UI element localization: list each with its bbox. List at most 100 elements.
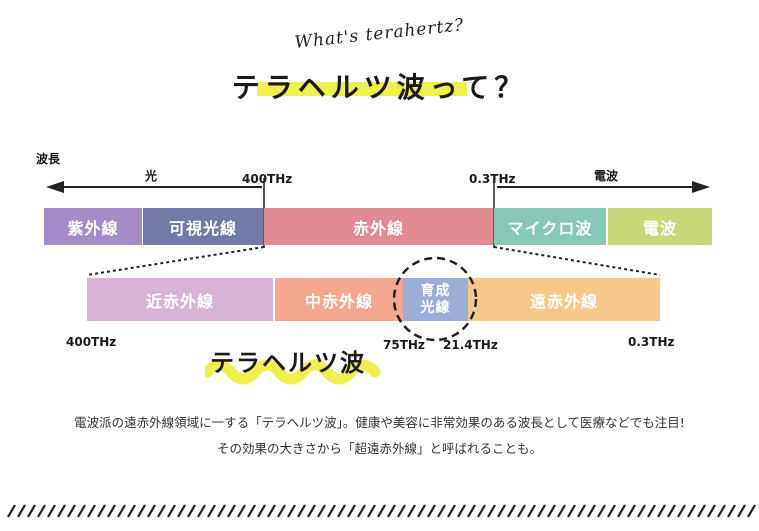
freq-400thz-top: 400THz [242,172,293,186]
left-arrow [46,181,262,193]
band-microwave: マイクロ波 [494,208,606,245]
band-label: マイクロ波 [507,218,593,238]
band-near-infrared: 近赤外線 [87,278,273,321]
band-far-infrared: 遠赤外線 [468,278,660,321]
bottom-hatch-border [7,504,756,518]
hatch-mark [467,504,476,518]
hatch-mark [497,504,506,518]
hatch-mark [687,504,696,518]
hatch-mark [527,504,536,518]
growth-ray-line2: 光線 [420,299,451,316]
hatch-mark [257,504,266,518]
hatch-mark [407,504,416,518]
hatch-mark [27,504,36,518]
hatch-mark [137,504,146,518]
hatch-mark [307,504,316,518]
hatch-mark [77,504,86,518]
hatch-mark [237,504,246,518]
hatch-mark [387,504,396,518]
hatch-mark [117,504,126,518]
band-label: 遠赤外線 [529,291,598,311]
wavelength-label: 波長 [36,152,61,166]
hatch-mark [357,504,366,518]
hatch-mark [87,504,96,518]
freq-75thz: 75THz [383,338,425,352]
hatch-mark [547,504,556,518]
hatch-mark [287,504,296,518]
hatch-mark [197,504,206,518]
hatch-mark [267,504,276,518]
page-title: テラヘルツ波って？ [231,71,528,104]
band-visible: 可視光線 [143,208,263,245]
hatch-mark [147,504,156,518]
hatch-mark [747,504,756,518]
band-infrared: 赤外線 [264,208,493,245]
hatch-mark [107,504,116,518]
title-highlight [257,82,467,96]
hatch-mark [477,504,486,518]
hatch-mark [697,504,706,518]
hatch-mark [507,504,516,518]
hatch-mark [447,504,456,518]
hatch-mark [337,504,346,518]
hatch-mark [37,504,46,518]
hatch-mark [127,504,136,518]
hatch-mark [317,504,326,518]
freq-03thz-top: 0.3THz [469,172,516,186]
hatch-mark [167,504,176,518]
hatch-mark [417,504,426,518]
hatch-mark [677,504,686,518]
hatch-mark [57,504,66,518]
description-line2: その効果の大きさから「超遠赤外線」と呼ばれることも。 [216,441,542,456]
hatch-mark [297,504,306,518]
band-label: 中赤外線 [304,291,373,311]
freq-03thz-bottom: 0.3THz [628,335,675,349]
terahertz-wave-highlight [205,359,381,385]
hatch-mark [67,504,76,518]
band-label: 紫外線 [67,218,119,238]
description-line1: 電波派の遠赤外線領域に一する「テラヘルツ波」。健康や美容に非常効果のある波長とし… [74,415,685,430]
band-ultraviolet: 紫外線 [44,208,142,245]
hatch-mark [737,504,746,518]
hatch-mark [577,504,586,518]
hatch-mark [617,504,626,518]
hatch-mark [437,504,446,518]
hatch-mark [47,504,56,518]
hatch-mark [327,504,336,518]
hatch-mark [667,504,676,518]
band-growth-ray: 育成 光線 [403,278,468,321]
hatch-mark [457,504,466,518]
band-label: 赤外線 [352,218,404,238]
hatch-mark [187,504,196,518]
hatch-mark [717,504,726,518]
hatch-mark [517,504,526,518]
band-label: 可視光線 [168,218,237,238]
hatch-mark [347,504,356,518]
band-mid-infrared: 中赤外線 [275,278,403,321]
radio-label: 電波 [594,169,619,183]
freq-400thz-bottom: 400THz [66,335,117,349]
band-radio: 電波 [608,208,712,245]
hatch-mark [427,504,436,518]
hatch-mark [727,504,736,518]
hatch-mark [157,504,166,518]
hatch-mark [7,504,16,518]
freq-214thz: 21.4THz [443,338,498,352]
band-label: 電波 [642,218,677,238]
hatch-mark [97,504,106,518]
hatch-mark [227,504,236,518]
hatch-mark [367,504,376,518]
hatch-mark [377,504,386,518]
hatch-mark [217,504,226,518]
hatch-mark [397,504,406,518]
hatch-mark [707,504,716,518]
hatch-mark [597,504,606,518]
hatch-mark [587,504,596,518]
hatch-mark [637,504,646,518]
hatch-mark [247,504,256,518]
hatch-mark [607,504,616,518]
growth-ray-line1: 育成 [420,282,451,299]
terahertz-label: テラヘルツ波 [210,349,366,377]
hatch-mark [627,504,636,518]
